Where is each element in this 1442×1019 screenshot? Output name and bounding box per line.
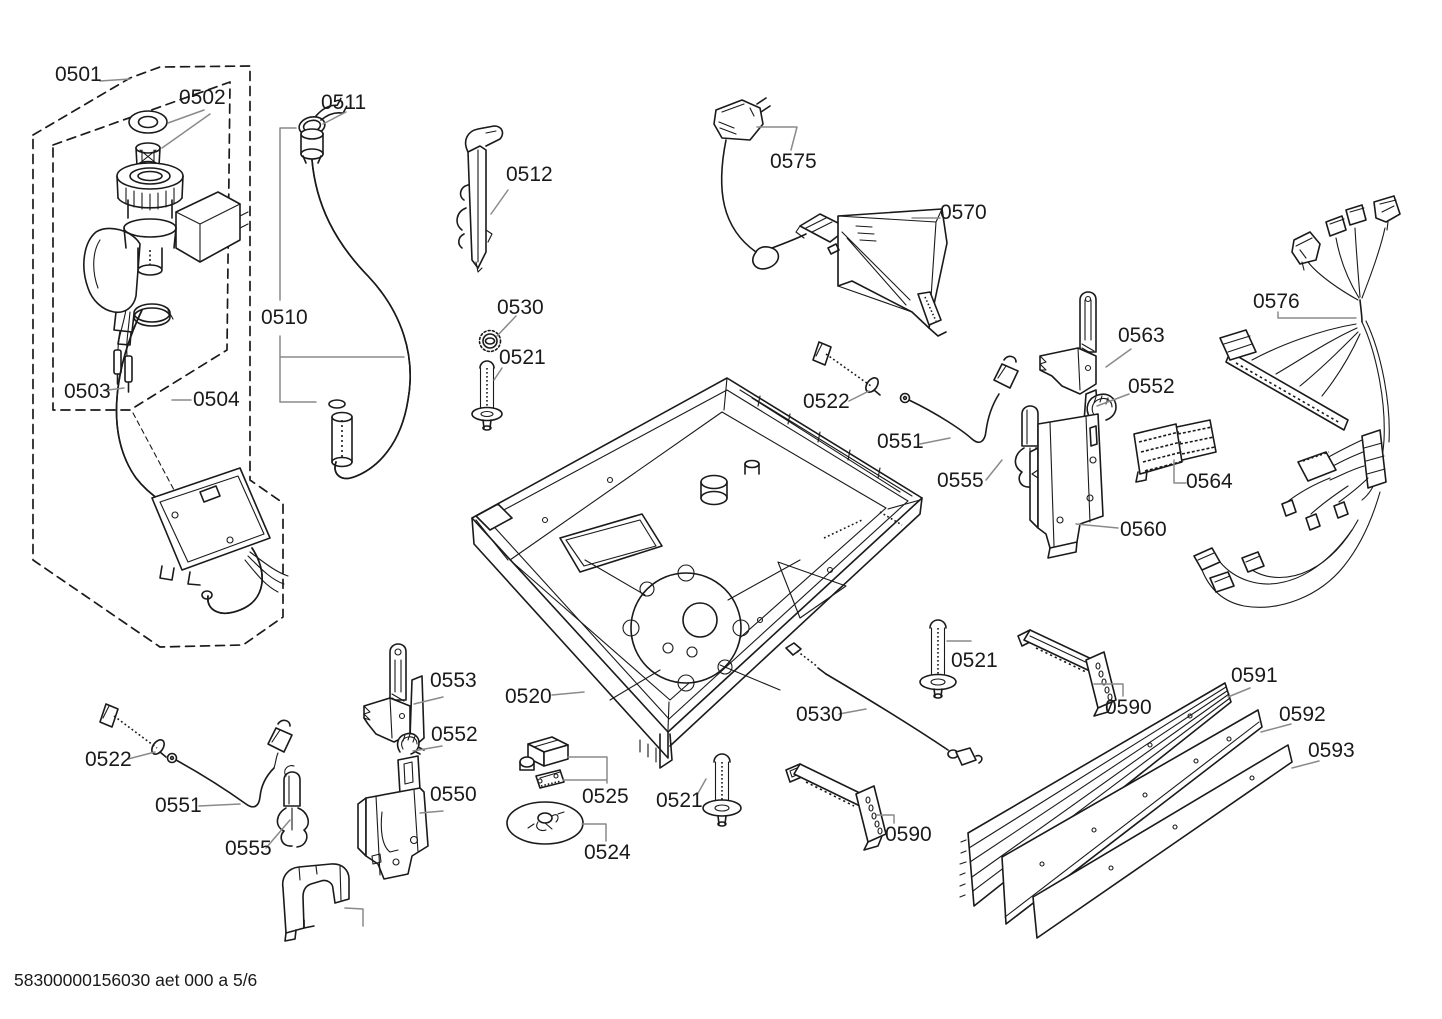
part-0504-hose-and-flowmeter	[117, 310, 288, 613]
part-0521-bottom-screw	[703, 754, 741, 826]
part-0560-mounting-plate	[1030, 414, 1103, 558]
part-0510-supply-hose	[301, 129, 410, 478]
part-0551-left-cable	[168, 720, 293, 806]
part-label-0511: 0511	[321, 91, 367, 114]
part-label-0522-left: 0522	[85, 748, 132, 771]
part-label-0576: 0576	[1253, 290, 1300, 313]
part-label-0591: 0591	[1231, 664, 1278, 687]
part-label-0551-left: 0551	[155, 794, 202, 817]
part-label-0552-left: 0552	[431, 723, 478, 746]
part-label-0521-top: 0521	[499, 346, 546, 369]
part-0522-right-spring	[813, 342, 881, 395]
part-label-0590-right: 0590	[1105, 696, 1152, 719]
part-0551-right-cable	[901, 356, 1019, 442]
part-label-0510: 0510	[261, 306, 308, 329]
part-0550-bracket	[358, 756, 428, 879]
part-0520-base-tub	[472, 378, 922, 768]
part-label-0521-bottom: 0521	[656, 789, 703, 812]
part-label-0530-bottom: 0530	[796, 703, 843, 726]
part-0552-right-clip	[1087, 394, 1116, 420]
part-0502-washer-filter	[129, 111, 167, 171]
part-label-0593: 0593	[1308, 739, 1355, 762]
dashed-enclosure-0501	[33, 66, 283, 647]
part-label-0590-left: 0590	[885, 823, 932, 846]
part-label-0521-right: 0521	[951, 649, 998, 672]
part-0501-inlet-valve-assembly	[84, 163, 248, 392]
part-0576-wiring-harness	[1194, 196, 1400, 607]
part-label-0501: 0501	[55, 63, 102, 86]
part-label-0563: 0563	[1118, 324, 1165, 347]
part-label-0592: 0592	[1279, 703, 1326, 726]
leader-lines	[100, 79, 1356, 926]
part-label-0575: 0575	[770, 150, 817, 173]
part-label-0570: 0570	[940, 201, 987, 224]
part-0524-cover-disc	[507, 802, 583, 844]
part-0530-bottom-cable	[786, 643, 982, 765]
part-0555-left-latch	[277, 766, 308, 847]
part-label-0503: 0503	[64, 380, 111, 403]
part-0522-left-spring	[100, 704, 167, 757]
part-label-0564: 0564	[1186, 470, 1233, 493]
part-label-0530-top: 0530	[497, 296, 544, 319]
part-label-0522-right: 0522	[803, 390, 850, 413]
part-0554-cover	[283, 864, 349, 941]
part-label-0520: 0520	[505, 685, 552, 708]
part-label-0560: 0560	[1120, 518, 1167, 541]
part-0521-top-screw	[472, 361, 502, 430]
part-label-0552-right: 0552	[1128, 375, 1175, 398]
part-0570-control-module	[828, 209, 947, 336]
part-0564-cable-grid	[1134, 420, 1216, 482]
part-0530-top-toothed-nut	[480, 331, 501, 352]
part-label-0550: 0550	[430, 783, 477, 806]
part-label-0555-left: 0555	[225, 837, 272, 860]
part-0512-fastening-bracket	[457, 126, 502, 272]
part-label-0504: 0504	[193, 388, 240, 411]
part-label-0524: 0524	[584, 841, 631, 864]
part-label-0525: 0525	[582, 785, 629, 808]
part-0590-right-comb-rail	[1018, 630, 1116, 716]
part-label-0502: 0502	[179, 86, 226, 109]
drawing-number-footer: 58300000156030 aet 000 a 5/6	[14, 970, 258, 990]
part-label-0553: 0553	[430, 669, 477, 692]
part-0553-hinge-bracket	[364, 644, 424, 754]
part-0575-power-cord	[714, 98, 856, 269]
part-0525-microswitch	[520, 737, 568, 788]
part-label-0551-right: 0551	[877, 430, 924, 453]
part-label-0512: 0512	[506, 163, 553, 186]
part-0590-left-comb-rail	[786, 764, 886, 850]
part-0592-middle-panel	[1002, 710, 1262, 924]
part-label-0555-right: 0555	[937, 469, 984, 492]
part-0521-right-screw	[920, 620, 956, 698]
part-0593-front-panel	[1033, 745, 1292, 938]
